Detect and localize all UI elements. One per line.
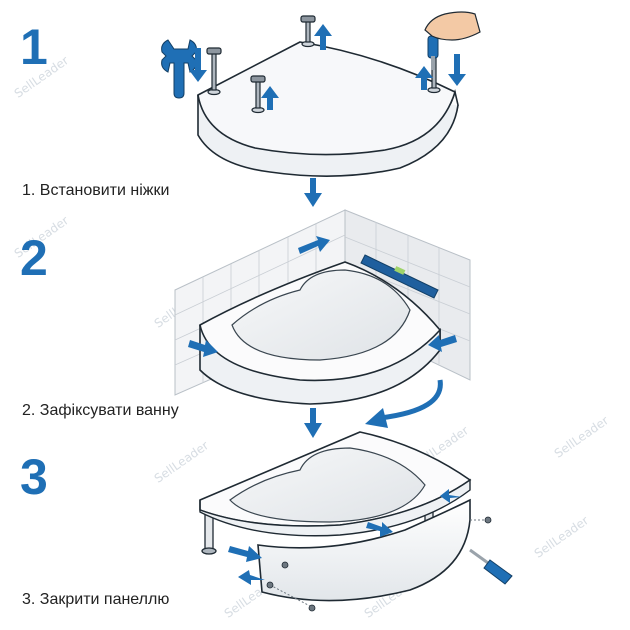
arrow-icon bbox=[188, 236, 457, 438]
arrow-icon bbox=[228, 489, 462, 585]
screw-icon bbox=[266, 516, 492, 612]
step2-illustration bbox=[174, 209, 471, 438]
step-number: 2 bbox=[20, 230, 48, 286]
step-number: 3 bbox=[20, 449, 48, 505]
front-panel bbox=[257, 498, 471, 602]
leg bbox=[206, 47, 222, 96]
step-caption: 3. Закрити панеллю bbox=[22, 591, 170, 608]
step-caption: 1. Встановити ніжки bbox=[22, 182, 170, 199]
step-number: 1 bbox=[20, 19, 48, 75]
tub-bottom bbox=[197, 41, 456, 156]
hand-icon bbox=[424, 11, 481, 41]
screwdriver-icon bbox=[469, 548, 513, 585]
arrow-icon bbox=[189, 24, 466, 207]
leg bbox=[300, 15, 316, 48]
spirit-level-icon bbox=[360, 254, 439, 299]
wrench-icon bbox=[161, 39, 197, 99]
tub-basin bbox=[231, 269, 411, 361]
tub-basin bbox=[229, 447, 426, 523]
step1-illustration bbox=[161, 11, 481, 207]
step3-illustration bbox=[199, 431, 513, 612]
leg bbox=[250, 75, 266, 114]
step-caption: 2. Зафіксувати ванну bbox=[22, 402, 179, 419]
